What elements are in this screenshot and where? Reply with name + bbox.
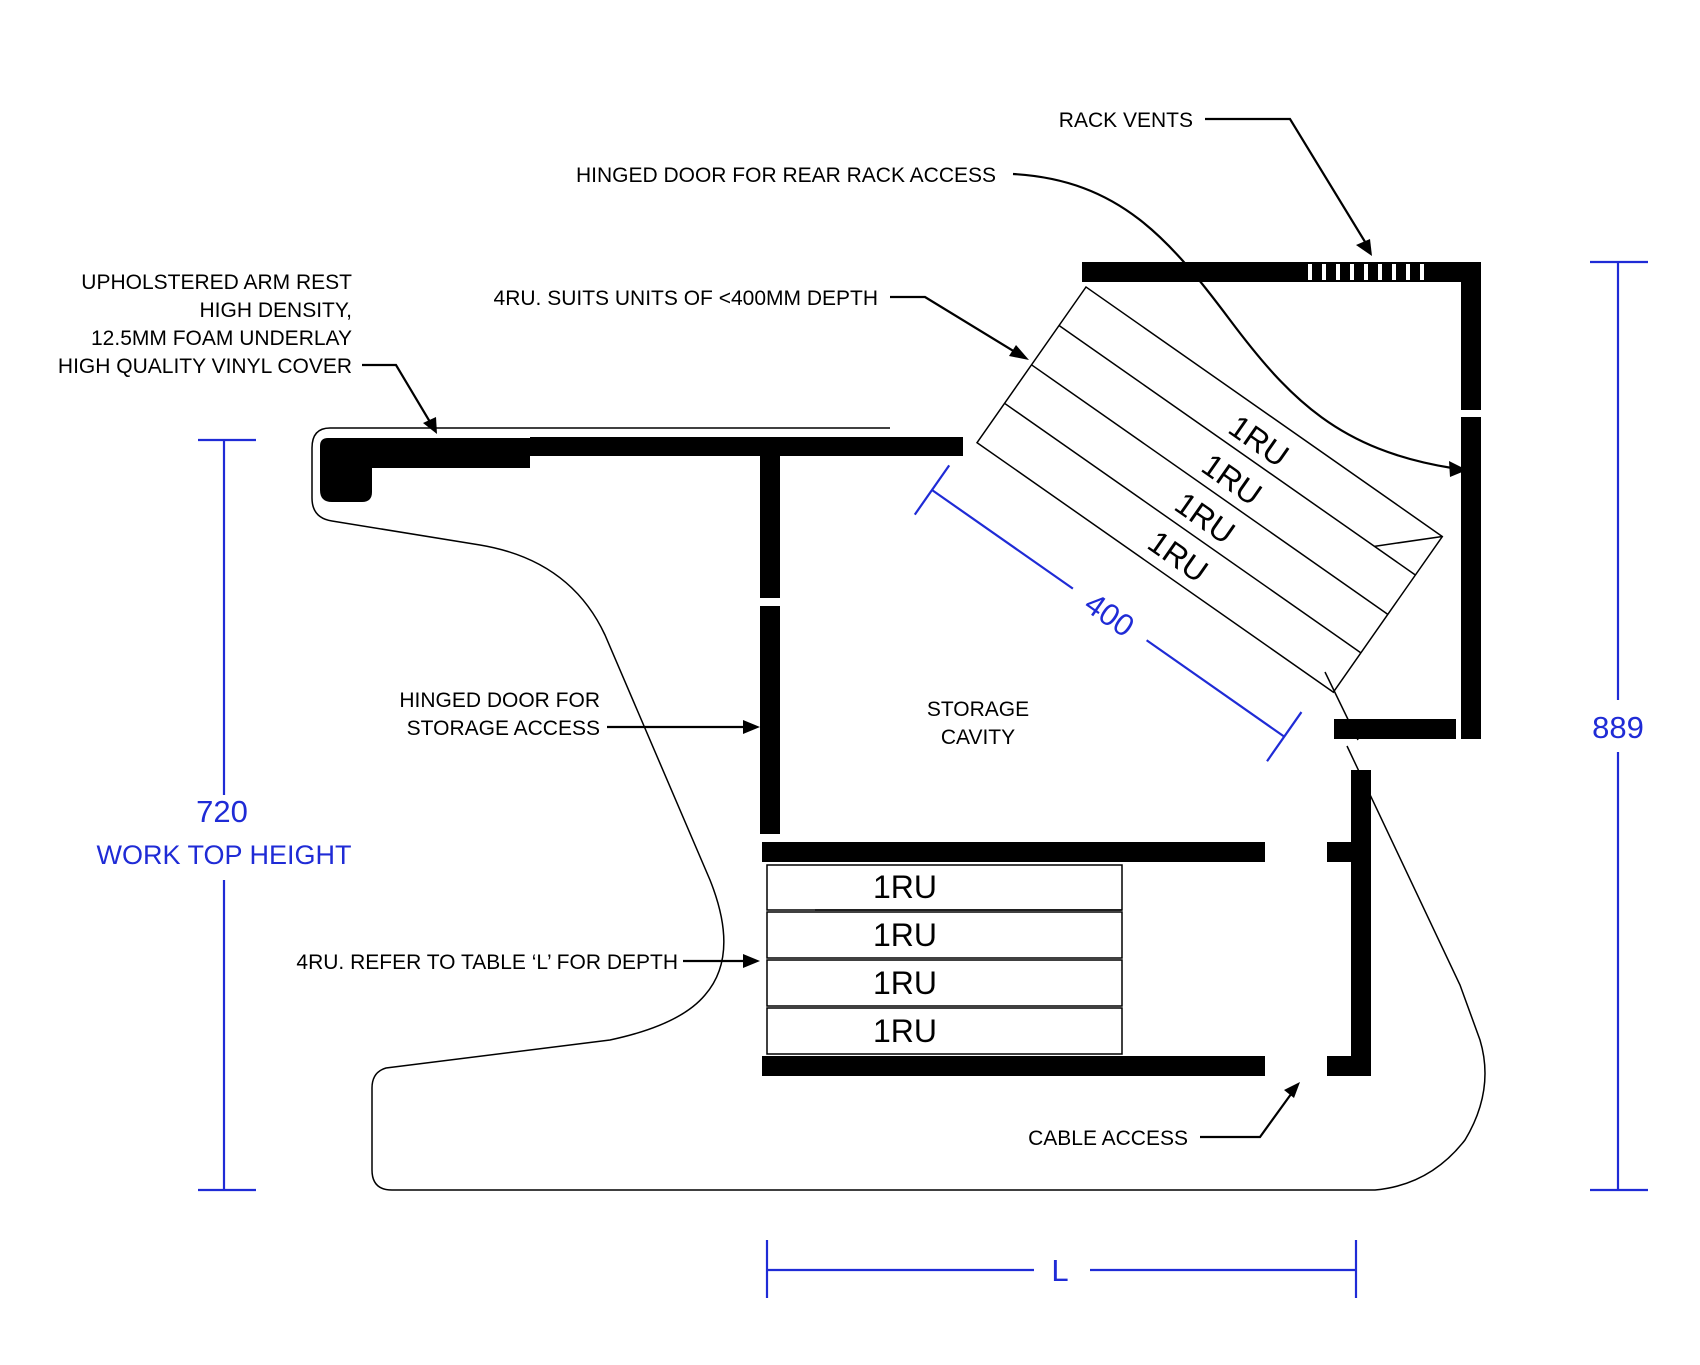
- lower-ru-label: 1RU: [873, 965, 937, 1001]
- lower-rack-unit: 1RU: [766, 959, 1123, 1007]
- lower-rack-stub-bottom: [1327, 1056, 1361, 1076]
- total-height-value: 889: [1592, 710, 1644, 745]
- svg-text:12.5MM FOAM UNDERLAY: 12.5MM FOAM UNDERLAY: [91, 327, 352, 350]
- upper-rack: 1RU 1RU 1RU 1RU: [975, 285, 1444, 694]
- svg-text:CAVITY: CAVITY: [941, 726, 1015, 749]
- lower-rack-side: [1351, 770, 1371, 1076]
- lower-rack-unit: 1RU: [766, 911, 1123, 959]
- storage-door-lower: [760, 606, 780, 834]
- length-value: L: [1051, 1253, 1068, 1288]
- svg-text:STORAGE ACCESS: STORAGE ACCESS: [407, 717, 600, 740]
- lower-ru-label: 1RU: [873, 1013, 937, 1049]
- svg-text:HIGH QUALITY VINYL COVER: HIGH QUALITY VINYL COVER: [58, 355, 352, 378]
- svg-text:HINGED DOOR FOR: HINGED DOOR FOR: [399, 689, 600, 712]
- rear-panel: [1461, 262, 1481, 410]
- work-top-height-dimension: 720 WORK TOP HEIGHT: [96, 438, 352, 1192]
- rear-access-door: [1461, 417, 1481, 739]
- lower-rack-units: 1RU 1RU 1RU 1RU: [766, 864, 1123, 1055]
- svg-text:STORAGE: STORAGE: [927, 698, 1029, 721]
- svg-text:HIGH DENSITY,: HIGH DENSITY,: [200, 299, 352, 322]
- lower-ru-label: 1RU: [873, 869, 937, 905]
- storage-door-upper: [760, 456, 780, 598]
- cable-access-label: CABLE ACCESS: [1028, 1127, 1188, 1150]
- upper-rack-label: 4RU. SUITS UNITS OF <400MM DEPTH: [494, 287, 878, 310]
- lower-rack-label: 4RU. REFER TO TABLE ‘L’ FOR DEPTH: [296, 951, 678, 974]
- lower-rack-stub-top: [1327, 842, 1361, 862]
- rear-door-label: HINGED DOOR FOR REAR RACK ACCESS: [576, 164, 996, 187]
- length-dimension: L: [765, 1240, 1358, 1298]
- rack-vents: [1308, 264, 1424, 280]
- rack-depth-value: 400: [1078, 586, 1140, 644]
- arm-rest-label: UPHOLSTERED ARM REST HIGH DENSITY, 12.5M…: [58, 271, 352, 378]
- work-top-value: 720: [196, 794, 248, 829]
- cabinet-floor: [1334, 719, 1456, 739]
- lower-rack-top: [762, 842, 1265, 862]
- work-top: [530, 437, 963, 456]
- leader-lines: [362, 117, 1467, 1139]
- desk-outline: [311, 427, 1486, 1191]
- work-top-caption: WORK TOP HEIGHT: [96, 840, 351, 870]
- svg-text:UPHOLSTERED ARM REST: UPHOLSTERED ARM REST: [81, 271, 352, 294]
- total-height-dimension: 889: [1590, 260, 1648, 1192]
- lower-rack-unit: 1RU: [766, 864, 1123, 911]
- lower-rack-bottom: [762, 1056, 1265, 1076]
- storage-cavity-label: STORAGE CAVITY: [927, 698, 1029, 749]
- rack-vents-label: RACK VENTS: [1059, 109, 1193, 132]
- storage-door-label: HINGED DOOR FOR STORAGE ACCESS: [399, 689, 600, 740]
- lower-ru-label: 1RU: [873, 917, 937, 953]
- arm-rest: [320, 438, 530, 502]
- lower-rack-unit: 1RU: [766, 1007, 1123, 1055]
